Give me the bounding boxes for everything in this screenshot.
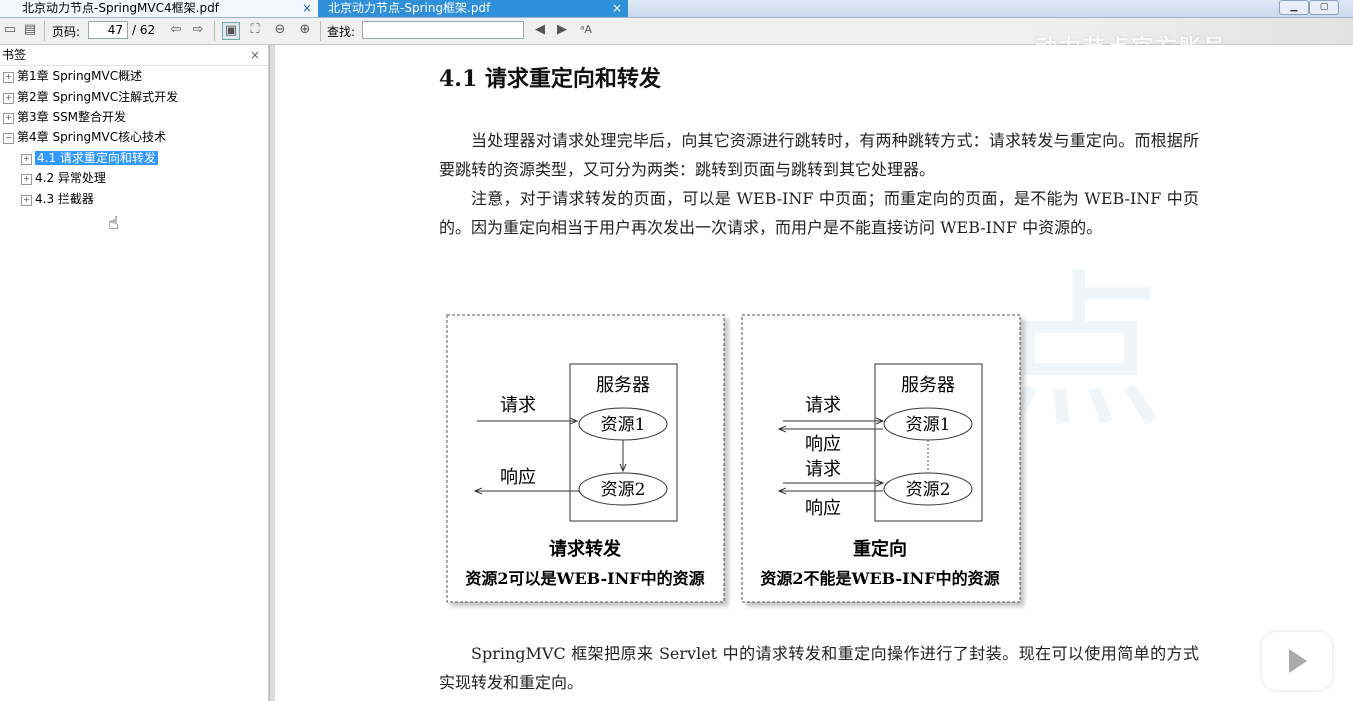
tab-close-icon[interactable]: × bbox=[301, 1, 312, 15]
bookmark-label: 4.1 请求重定向和转发 bbox=[34, 150, 159, 166]
toolbar: ▭ ▤ 页码: 47 / 62 ⇦ ⇨ ▣ ⛶ ⊖ ⊕ 查找: ◀ ▶ ᵃA bbox=[0, 18, 1353, 45]
bookmark-label: 第3章 SSM整合开发 bbox=[17, 110, 127, 124]
forward-redirect-diagram: 服务器 资源1 资源2 请求 响应 请求转发 资源2可以是WEB-INF中的资源… bbox=[446, 314, 1021, 603]
paragraph: 注意，对于请求转发的页面，可以是 WEB-INF 中页面；而重定向的页面，是不能… bbox=[439, 189, 1199, 237]
fit-page-icon[interactable]: ▣ bbox=[222, 22, 240, 40]
toolbar-separator bbox=[44, 21, 45, 41]
resource1-label: 资源1 bbox=[601, 415, 646, 435]
toolbar-separator bbox=[214, 21, 215, 41]
bookmark-label: 第4章 SpringMVC核心技术 bbox=[17, 130, 167, 144]
bookmark-item-ch4[interactable]: −第4章 SpringMVC核心技术 bbox=[3, 129, 166, 145]
resource2-label: 资源2 bbox=[906, 480, 951, 500]
title-bar: 北京动力节点-SpringMVC4框架.pdf × 北京动力节点-Spring框… bbox=[0, 0, 1353, 18]
zoom-out-icon[interactable]: ⊖ bbox=[274, 22, 286, 37]
resource1-label: 资源1 bbox=[906, 415, 951, 435]
find-next-icon[interactable]: ▶ bbox=[557, 22, 567, 37]
document-view[interactable]: 点 4.1 请求重定向和转发 当处理器对请求处理完毕后，向其它资源进行跳转时，有… bbox=[275, 45, 1353, 701]
response2-label: 响应 bbox=[805, 498, 841, 519]
expand-icon[interactable]: + bbox=[3, 93, 14, 104]
paragraph: 当处理器对请求处理完毕后，向其它资源进行跳转时，有两种跳转方式：请求转发与重定向… bbox=[439, 131, 1199, 179]
toolbar-separator bbox=[320, 21, 321, 41]
bookmark-item-4-1[interactable]: +4.1 请求重定向和转发 bbox=[21, 150, 159, 166]
panel-splitter[interactable] bbox=[269, 45, 275, 701]
forward-caption: 请求转发 bbox=[549, 538, 622, 560]
request-label: 请求 bbox=[500, 395, 536, 416]
fit-width-icon[interactable]: ⛶ bbox=[250, 22, 260, 37]
prev-page-icon[interactable]: ⇦ bbox=[170, 22, 182, 37]
tab-label: 北京动力节点-Spring框架.pdf bbox=[328, 1, 491, 15]
request2-label: 请求 bbox=[805, 459, 841, 480]
response1-label: 响应 bbox=[805, 434, 841, 455]
bookmark-title: 书签 bbox=[2, 48, 27, 62]
server-label: 服务器 bbox=[596, 375, 650, 396]
bookmark-panel: 书签 × +第1章 SpringMVC概述 +第2章 SpringMVC注解式开… bbox=[0, 45, 269, 701]
resource2-label: 资源2 bbox=[601, 480, 646, 500]
bookmark-item-ch3[interactable]: +第3章 SSM整合开发 bbox=[3, 109, 126, 125]
server-label: 服务器 bbox=[901, 375, 955, 396]
expand-icon[interactable]: + bbox=[21, 195, 32, 206]
bookmark-label: 4.3 拦截器 bbox=[35, 192, 94, 206]
redirect-caption: 重定向 bbox=[853, 538, 907, 560]
expand-icon[interactable]: + bbox=[3, 72, 14, 83]
bookmark-item-ch1[interactable]: +第1章 SpringMVC概述 bbox=[3, 68, 142, 84]
paragraph: SpringMVC 框架把原来 Servlet 中的请求转发和重定向操作进行了封… bbox=[439, 644, 1199, 692]
tab-close-icon[interactable]: × bbox=[611, 1, 622, 15]
maximize-icon[interactable]: ▢ bbox=[1309, 0, 1339, 15]
next-page-icon[interactable]: ⇨ bbox=[192, 22, 204, 37]
zoom-in-icon[interactable]: ⊕ bbox=[299, 22, 311, 37]
page-label: 页码: bbox=[52, 25, 81, 39]
bookmark-label: 第2章 SpringMVC注解式开发 bbox=[17, 90, 179, 104]
background-watermark: 点 bbox=[995, 255, 1166, 453]
bookmark-header: 书签 × bbox=[0, 45, 268, 66]
request1-label: 请求 bbox=[805, 395, 841, 416]
forward-note: 资源2可以是WEB-INF中的资源 bbox=[465, 569, 704, 588]
bookmark-label: 第1章 SpringMVC概述 bbox=[17, 69, 143, 83]
expand-icon[interactable]: + bbox=[21, 154, 32, 165]
page-total: / 62 bbox=[132, 23, 156, 37]
play-button-icon[interactable] bbox=[1262, 632, 1332, 690]
tab-label: 北京动力节点-SpringMVC4框架.pdf bbox=[22, 1, 219, 15]
expand-icon[interactable]: + bbox=[21, 174, 32, 185]
open-icon[interactable]: ▭ bbox=[3, 22, 17, 37]
redirect-note: 资源2不能是WEB-INF中的资源 bbox=[760, 569, 999, 588]
resource2-node bbox=[578, 472, 668, 506]
find-input[interactable] bbox=[362, 21, 524, 39]
match-case-icon[interactable]: ᵃA bbox=[580, 23, 592, 36]
tab-spring[interactable]: 北京动力节点-Spring框架.pdf × bbox=[318, 0, 628, 17]
print-icon[interactable]: ▤ bbox=[23, 22, 37, 37]
bookmark-label: 4.2 异常处理 bbox=[35, 171, 106, 185]
expand-icon[interactable]: + bbox=[3, 113, 14, 124]
section-heading: 4.1 请求重定向和转发 bbox=[439, 66, 661, 92]
bookmark-item-ch2[interactable]: +第2章 SpringMVC注解式开发 bbox=[3, 89, 178, 105]
hand-cursor-icon: ☝ bbox=[108, 213, 119, 234]
tab-springmvc4[interactable]: 北京动力节点-SpringMVC4框架.pdf × bbox=[0, 0, 318, 17]
minimize-icon[interactable]: ▁ bbox=[1279, 0, 1309, 15]
collapse-icon[interactable]: − bbox=[3, 133, 14, 144]
page-number-input[interactable]: 47 bbox=[88, 21, 128, 39]
bookmark-item-4-3[interactable]: +4.3 拦截器 bbox=[21, 191, 94, 207]
find-label: 查找: bbox=[327, 25, 356, 39]
close-icon[interactable]: × bbox=[249, 48, 260, 62]
bookmark-item-4-2[interactable]: +4.2 异常处理 bbox=[21, 170, 106, 186]
find-prev-icon[interactable]: ◀ bbox=[535, 22, 545, 37]
response-label: 响应 bbox=[500, 467, 536, 488]
